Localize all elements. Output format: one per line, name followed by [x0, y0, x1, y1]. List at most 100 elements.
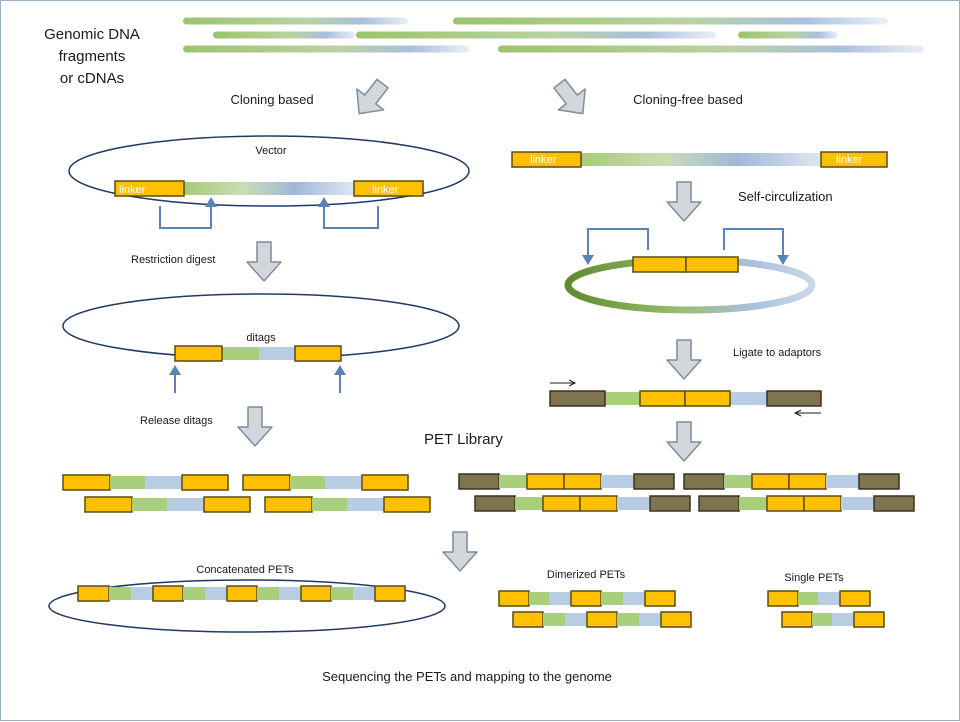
- blue-segment: [841, 497, 874, 510]
- footer-caption: Sequencing the PETs and mapping to the g…: [322, 669, 612, 684]
- process-arrows: [237, 78, 702, 572]
- single-pets-label: Single PETs: [784, 572, 844, 584]
- circularized-molecule: [564, 228, 816, 314]
- blue-segment: [832, 613, 854, 626]
- circle-bracket-right: [723, 228, 784, 259]
- dna-fragment: [453, 17, 888, 25]
- pet-tag: [242, 474, 291, 491]
- source-label-line-3: or cDNAs: [60, 70, 124, 87]
- pet-tag: [512, 611, 544, 628]
- pet-tag: [62, 474, 111, 491]
- green-segment: [515, 497, 543, 510]
- vector-linker-left: [114, 180, 185, 197]
- source-label-line-1: Genomic DNA: [44, 26, 140, 43]
- adaptor-construct-tag-left: [639, 390, 686, 407]
- pet-tag: [226, 585, 258, 602]
- pet-library-rows: [62, 473, 915, 513]
- ditag-tag-left: [174, 345, 223, 362]
- dna-fragment: [183, 17, 408, 25]
- linker-fragment-left: [511, 151, 582, 168]
- adaptor-block: [458, 473, 500, 490]
- pet-tag: [383, 496, 431, 513]
- dna-fragment: [183, 45, 469, 53]
- pet-tag: [203, 496, 251, 513]
- pet-tag: [361, 474, 409, 491]
- pet-tag: [498, 590, 530, 607]
- process-arrow: [666, 421, 702, 462]
- vector-linker-right-label: linker: [372, 184, 399, 196]
- pet-tag: [839, 590, 871, 607]
- green-segment: [290, 476, 325, 489]
- green-segment: [331, 587, 353, 600]
- pet-tag: [84, 496, 133, 513]
- pet-tag: [77, 585, 110, 602]
- restriction-digest-label: Restriction digest: [131, 254, 215, 266]
- green-segment: [724, 475, 752, 488]
- adaptor-block: [474, 495, 516, 512]
- pet-tag: [853, 611, 885, 628]
- blue-segment: [353, 587, 375, 600]
- green-segment: [739, 497, 767, 510]
- source-label: Genomic DNA fragments or cDNAs: [44, 26, 140, 87]
- release-ditags-label: Release ditags: [140, 415, 213, 427]
- pet-tag: [803, 495, 842, 512]
- blue-segment: [617, 497, 650, 510]
- process-arrow: [356, 78, 389, 115]
- process-arrow: [553, 78, 586, 115]
- blue-segment: [818, 592, 840, 605]
- pet-tag: [542, 495, 581, 512]
- pet-tag: [766, 495, 805, 512]
- self-circulization-label: Self-circulization: [738, 189, 833, 204]
- blue-segment: [347, 498, 384, 511]
- blue-segment: [623, 592, 645, 605]
- green-segment: [312, 498, 347, 511]
- vector-ellipse: [68, 135, 470, 207]
- process-arrow: [246, 241, 282, 282]
- ditags-label: ditags: [246, 332, 276, 344]
- green-segment: [110, 476, 145, 489]
- pet-tag: [586, 611, 618, 628]
- adaptor-block: [858, 473, 900, 490]
- digest-bracket-left: [159, 201, 212, 229]
- pet-tag: [563, 473, 602, 490]
- ditag-green-segment: [222, 347, 259, 360]
- vector-label: Vector: [255, 145, 287, 157]
- circle-tag-left: [632, 256, 687, 273]
- ditag-tag-right: [294, 345, 342, 362]
- process-arrow: [666, 339, 702, 380]
- vector-linker-right: [353, 180, 424, 197]
- pet-tag: [579, 495, 618, 512]
- linker-fragment-left-label: linker: [530, 154, 557, 166]
- vector-insert: [184, 182, 354, 195]
- adaptor-construct-green: [605, 392, 640, 405]
- pet-tag: [526, 473, 565, 490]
- concatenated-pets-row: [77, 585, 406, 602]
- linker-fragment: linker linker: [511, 151, 888, 168]
- blue-segment: [325, 476, 362, 489]
- circle-bracket-left: [587, 228, 649, 259]
- blue-segment: [826, 475, 859, 488]
- pet-tag: [374, 585, 406, 602]
- dna-fragment: [213, 31, 355, 39]
- release-arrow-right-head: [334, 365, 346, 375]
- dna-fragment: [356, 31, 716, 39]
- green-segment: [109, 587, 131, 600]
- adaptor-right: [766, 390, 822, 407]
- pet-tag: [660, 611, 692, 628]
- adaptor-block: [649, 495, 691, 512]
- blue-segment: [549, 592, 571, 605]
- green-segment: [543, 613, 565, 626]
- green-segment: [183, 587, 205, 600]
- cloning-vector: linker linker Vector: [68, 135, 470, 229]
- process-arrow: [237, 406, 273, 447]
- blue-segment: [639, 613, 661, 626]
- ditag-vector: ditags: [62, 293, 460, 393]
- adaptor-block: [633, 473, 675, 490]
- pet-tag: [644, 590, 676, 607]
- concatenated-pets-label: Concatenated PETs: [196, 564, 294, 576]
- blue-segment: [131, 587, 153, 600]
- pet-tag: [781, 611, 813, 628]
- dna-fragments: [183, 17, 924, 53]
- process-arrow: [666, 181, 702, 222]
